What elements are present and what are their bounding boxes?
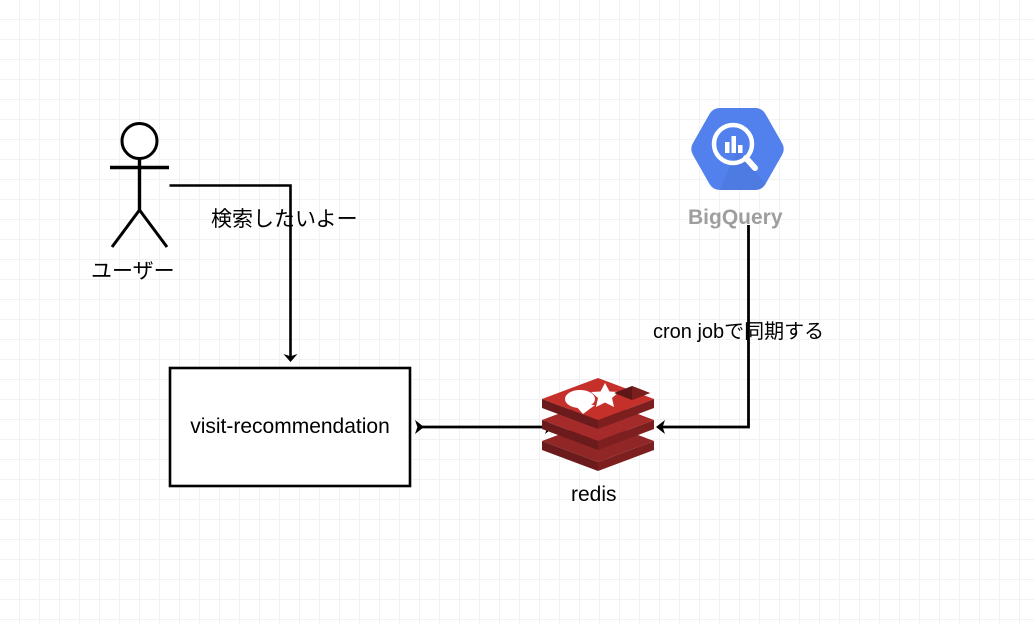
service-box-rect[interactable]: [168, 366, 412, 488]
edge-user-to-service-line: [169, 184, 298, 362]
edge-user-to-service[interactable]: [169, 184, 298, 362]
actor-label: ユーザー: [91, 260, 175, 283]
actor-right-leg-line: [138, 209, 169, 248]
service-box-label: visit-recommendation: [190, 415, 390, 438]
actor-head-icon: [120, 122, 159, 160]
redis-logo-icon[interactable]: [542, 378, 654, 471]
bigquery-logo-icon[interactable]: [691, 108, 784, 190]
edge-user-to-service-label: 検索したいよー: [211, 208, 358, 231]
actor-left-leg-line: [110, 209, 141, 248]
edge-bigquery-to-redis[interactable]: [656, 225, 750, 434]
redis-label: redis: [571, 483, 617, 506]
bigquery-label: BigQuery: [688, 206, 783, 229]
edge-bigquery-to-redis-line: [656, 225, 750, 434]
actor-figure[interactable]: [110, 122, 169, 248]
edge-bigquery-to-redis-label: cron jobで同期する: [653, 321, 825, 343]
